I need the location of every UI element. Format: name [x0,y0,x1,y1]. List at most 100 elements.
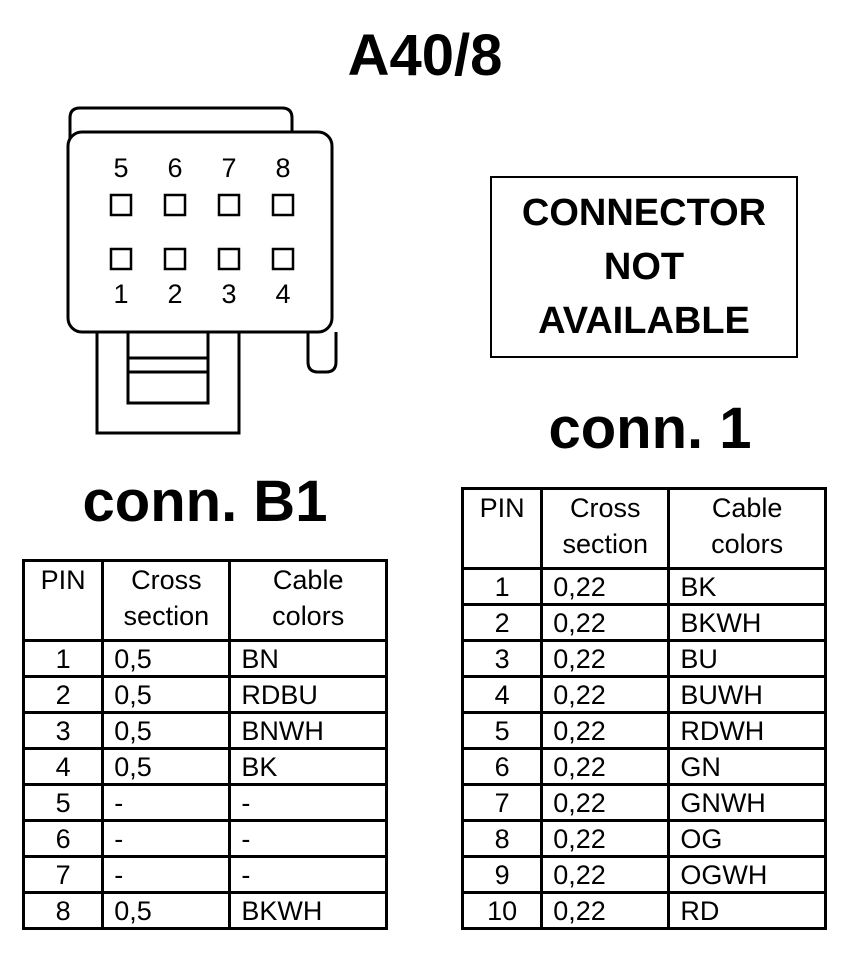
pin-number-cell: 1 [460,567,544,606]
pin-number-cell: 2 [21,675,105,714]
pin-number-cell: 8 [460,819,544,858]
pin-number-cell: 9 [460,855,544,894]
pin-number-cell: 4 [460,675,544,714]
cross-section-cell: 0,5 [101,711,232,750]
cross-section-cell: 0,22 [540,747,671,786]
cross-section-cell: 0,5 [101,639,232,678]
header-pin: PIN [460,487,544,570]
table-header-row: PIN Cross section Cable colors [21,559,388,642]
cable-color-cell: BK [667,567,827,606]
cross-section-cell: 0,22 [540,855,671,894]
pin-label: 2 [167,279,182,309]
pin-number-cell: 1 [21,639,105,678]
not-available-box: CONNECTOR NOT AVAILABLE [490,176,798,358]
cable-color-cell: BUWH [667,675,827,714]
header-cable-colors: Cable colors [228,559,388,642]
cross-section-cell: 0,22 [540,783,671,822]
pin-label: 6 [167,153,182,183]
pin-3-socket [217,247,241,271]
pin-label: 1 [113,279,128,309]
pin-5-socket [109,193,133,217]
pin-number-cell: 7 [21,855,105,894]
cable-color-cell: - [228,783,388,822]
pin-number-cell: 3 [21,711,105,750]
cross-section-cell: 0,22 [540,675,671,714]
pin-label: 8 [275,153,290,183]
pin-2-socket [163,247,187,271]
not-available-text: CONNECTOR NOT AVAILABLE [521,192,767,342]
cable-color-cell: RDBU [228,675,388,714]
pin-label: 5 [113,153,128,183]
pin-number-cell: 6 [460,747,544,786]
cross-section-cell: - [101,783,232,822]
pin-number-cell: 3 [460,639,544,678]
pin-6-socket [163,193,187,217]
header-cross-section: Cross section [540,487,671,570]
pin-number-cell: 5 [21,783,105,822]
table-row: 5-- [21,783,388,822]
pin-number-cell: 6 [21,819,105,858]
cross-section-cell: 0,22 [540,711,671,750]
cross-section-cell: 0,5 [101,891,232,930]
cable-color-cell: - [228,855,388,894]
cross-section-cell: 0,22 [540,603,671,642]
cross-section-cell: 0,22 [540,819,671,858]
cross-section-cell: 0,5 [101,675,232,714]
pin-label: 4 [275,279,290,309]
table-row: 6-- [21,819,388,858]
table-row: 7-- [21,855,388,894]
cable-color-cell: BKWH [228,891,388,930]
cable-color-cell: BK [228,747,388,786]
cable-color-cell: OGWH [667,855,827,894]
pin-number-cell: 7 [460,783,544,822]
cross-section-cell: 0,5 [101,747,232,786]
cable-color-cell: GN [667,747,827,786]
cable-color-cell: BU [667,639,827,678]
pin-4-socket [271,247,295,271]
pin-7-socket [217,193,241,217]
connector-b1-drawing: 5 6 7 8 1 2 3 4 [66,106,338,435]
pin-1-socket [109,247,133,271]
cross-section-cell: 0,22 [540,567,671,606]
cross-section-cell: 0,22 [540,891,671,930]
header-cable-colors: Cable colors [667,487,827,570]
conn-1-label: conn. 1 [548,396,752,461]
cable-color-cell: - [228,819,388,858]
pin-label: 3 [221,279,236,309]
cable-color-cell: BKWH [667,603,827,642]
cross-section-cell: - [101,819,232,858]
cable-color-cell: RDWH [667,711,827,750]
header-pin: PIN [21,559,105,642]
cable-color-cell: BN [228,639,388,678]
cable-color-cell: RD [667,891,827,930]
cross-section-cell: - [101,855,232,894]
cable-color-cell: OG [667,819,827,858]
pin-number-cell: 4 [21,747,105,786]
pin-number-cell: 10 [460,891,544,930]
table-header-row: PIN Cross section Cable colors [460,487,827,570]
conn-b1-label: conn. B1 [82,469,328,534]
cable-color-cell: GNWH [667,783,827,822]
pin-number-cell: 5 [460,711,544,750]
connector-title: A40/8 [347,23,503,88]
header-cross-section: Cross section [101,559,232,642]
cross-section-cell: 0,22 [540,639,671,678]
pin-8-socket [271,193,295,217]
cable-color-cell: BNWH [228,711,388,750]
